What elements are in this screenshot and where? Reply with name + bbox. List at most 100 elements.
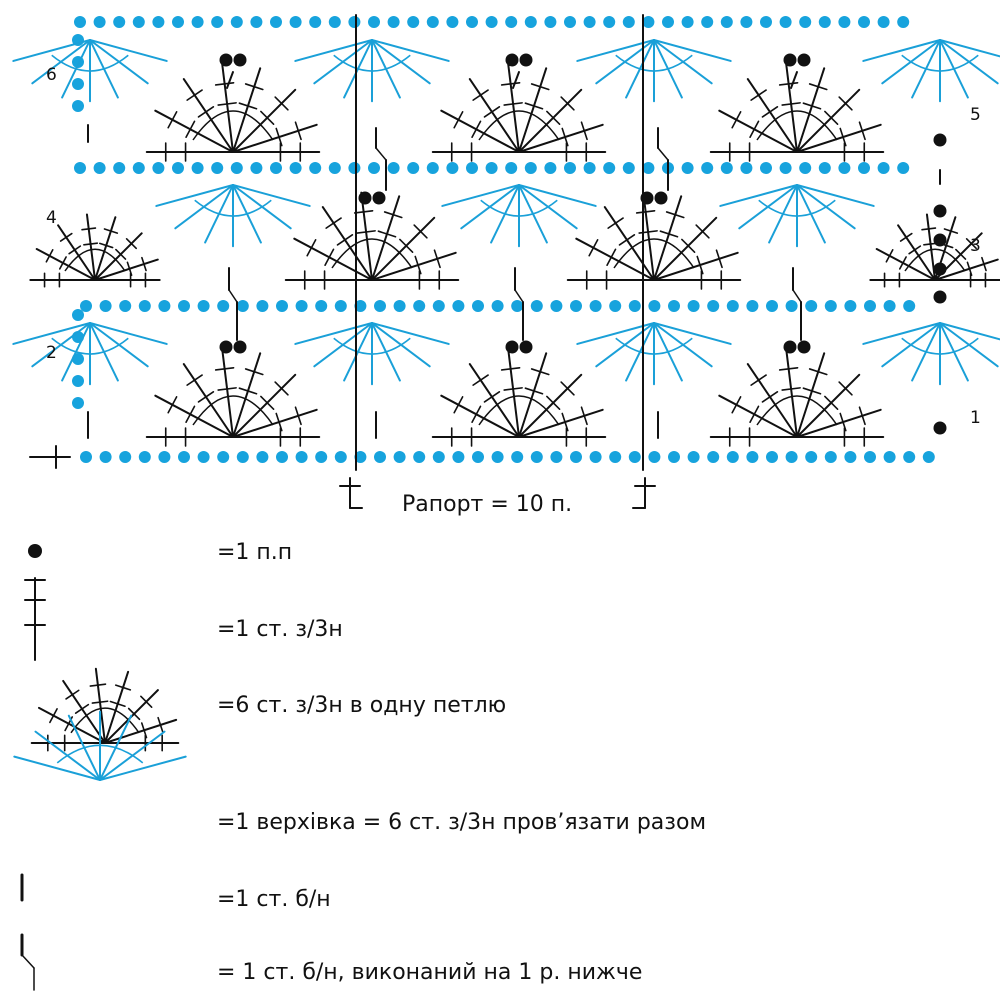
chain-stitch	[178, 451, 190, 463]
treble-stem	[785, 348, 798, 438]
chain-stitch	[922, 451, 935, 463]
chain-stitch	[746, 451, 759, 463]
chain-stitch	[276, 451, 288, 463]
cluster-stem	[99, 755, 187, 781]
chain-stitch	[570, 451, 582, 463]
chain-stitch	[197, 451, 210, 463]
cluster-stem	[939, 39, 1000, 58]
slip-stitch	[933, 290, 947, 304]
chain-stitch	[824, 451, 837, 463]
treble-bar	[294, 406, 302, 426]
cluster-stem	[12, 39, 91, 62]
treble-stem	[62, 679, 106, 744]
chain-stitch	[589, 300, 602, 312]
treble-stem	[518, 123, 604, 153]
treble-bar	[81, 227, 97, 231]
treble-stem	[507, 348, 520, 438]
treble-bar	[778, 366, 799, 371]
treble-bar	[353, 209, 374, 214]
treble-bar	[635, 209, 656, 214]
chain-stitch	[80, 451, 92, 463]
chain-stitch	[726, 300, 739, 312]
treble-stem	[518, 88, 583, 153]
treble-stem	[518, 373, 583, 438]
chain-stitch	[550, 451, 563, 463]
cluster-top	[12, 39, 168, 103]
chain-stitch	[256, 451, 269, 463]
chain-stitch	[726, 451, 739, 463]
treble-stem	[371, 251, 457, 281]
treble-bar	[141, 256, 147, 272]
shell-six-stitches	[431, 348, 607, 447]
row-number-1: 1	[970, 408, 981, 428]
chain-stitch	[315, 451, 328, 463]
spike-stitch	[514, 289, 524, 303]
shell-six-stitches	[145, 348, 321, 447]
chain-stitch	[491, 451, 504, 463]
chain-stitch	[603, 16, 616, 28]
chain-stitch	[250, 162, 263, 174]
treble-bar	[965, 238, 977, 250]
treble-bar	[45, 249, 54, 263]
chain-stitch	[138, 300, 151, 312]
chain-rows	[72, 16, 935, 463]
chain-stitch	[805, 451, 818, 463]
chain-stitch	[191, 162, 204, 174]
spike-stitch	[792, 289, 802, 303]
chain-stitch	[211, 16, 224, 28]
spike-stem	[21, 954, 35, 969]
treble-stem	[653, 216, 718, 281]
cluster-arc	[615, 337, 693, 355]
treble-bar	[453, 111, 464, 129]
chain-stitch	[897, 16, 910, 28]
shell-six-stitches	[709, 63, 885, 162]
treble-bar	[214, 366, 235, 371]
treble-stem	[57, 224, 96, 281]
cluster-top	[441, 184, 597, 248]
treble-bar	[356, 230, 376, 234]
treble-bar	[68, 245, 82, 255]
chain-stitch	[452, 451, 465, 463]
cluster-stem	[576, 322, 655, 345]
chain-stitch	[93, 16, 106, 28]
treble-stem	[468, 363, 520, 438]
chain-stitch	[99, 300, 112, 312]
treble-bar	[858, 406, 866, 426]
slip-stitch	[933, 233, 947, 247]
chain-stitch	[603, 162, 616, 174]
chain-stitch	[511, 300, 524, 312]
chain-stitch	[864, 300, 876, 312]
treble-bar	[524, 102, 544, 110]
treble-bar	[140, 695, 153, 708]
treble-bar	[483, 106, 501, 118]
cluster-stem	[518, 184, 597, 207]
chain-stitch	[158, 300, 171, 312]
chain-stitch	[334, 300, 347, 312]
treble-stem	[507, 63, 520, 153]
chain-stitch	[152, 16, 165, 28]
chain-stitch	[446, 162, 459, 174]
treble-bar	[638, 230, 658, 234]
chain-stitch	[413, 300, 426, 312]
treble-stem	[154, 394, 234, 438]
cluster-arc	[480, 199, 558, 217]
slip-stitch-pair	[505, 340, 533, 354]
treble-bar	[731, 396, 742, 414]
treble-bar	[761, 106, 779, 118]
chain-stitch	[838, 16, 851, 28]
cluster-stem	[294, 39, 373, 62]
legend-slip-stitch-icon	[28, 544, 42, 558]
chain-stitch	[368, 16, 380, 28]
chain-row-top	[74, 16, 910, 28]
chain-stitch	[707, 300, 720, 312]
treble-stem	[875, 248, 936, 281]
cluster-arc	[758, 199, 836, 217]
slip-stitch	[372, 191, 386, 205]
treble-stem	[575, 237, 655, 281]
slip-stitch-pair	[783, 340, 811, 354]
treble-bar	[115, 248, 127, 260]
chain-stitch	[818, 16, 831, 28]
slip-stitch	[933, 262, 947, 276]
slip-stitch	[233, 53, 247, 67]
treble-bar	[383, 211, 403, 219]
